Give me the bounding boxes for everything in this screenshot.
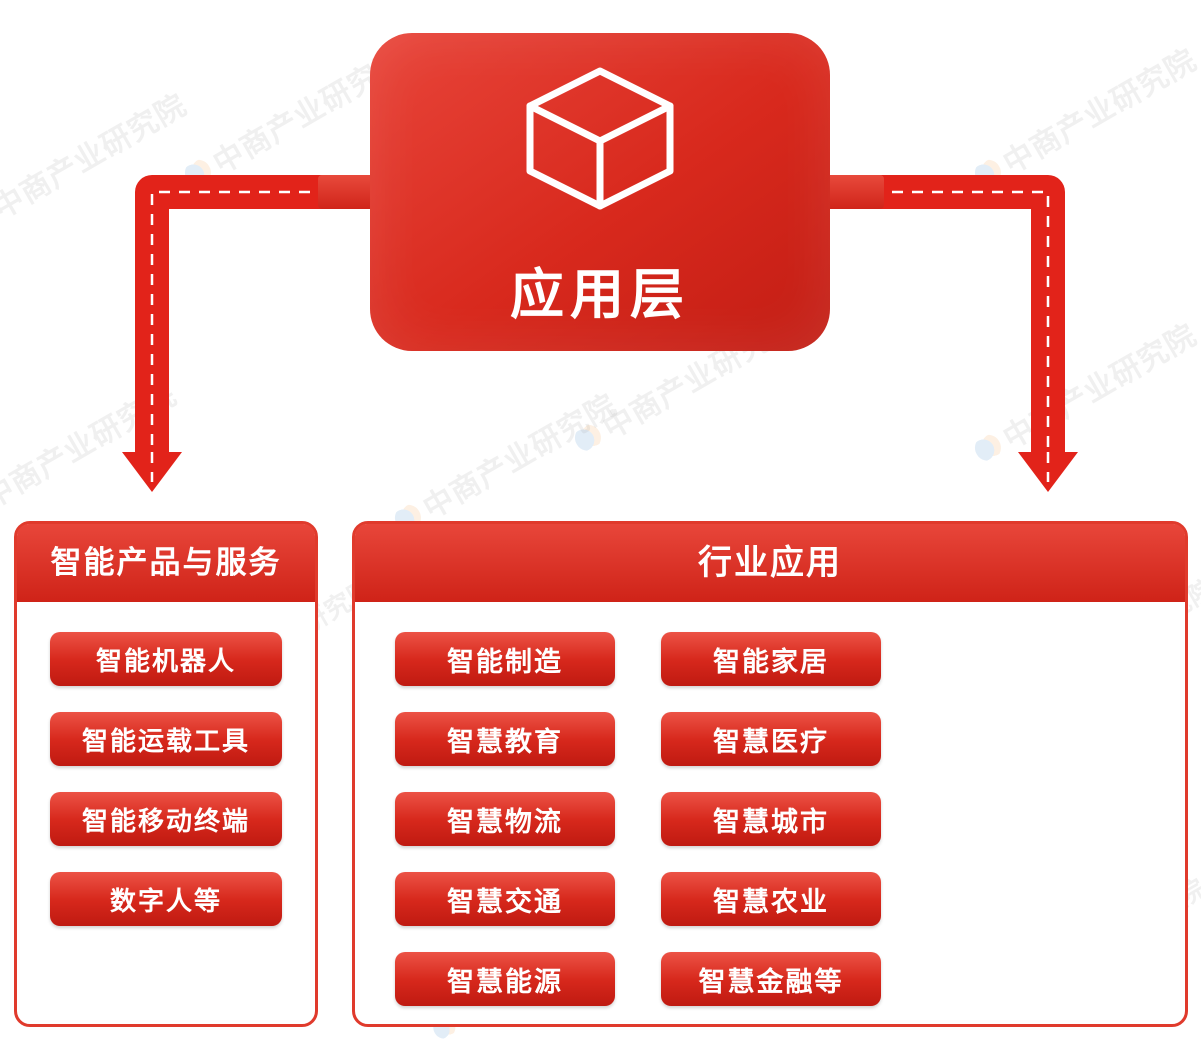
chip-item[interactable]: 智慧城市 — [661, 792, 881, 846]
chip-item[interactable]: 智慧金融等 — [661, 952, 881, 1006]
connector-left-dash — [150, 190, 330, 455]
panel-right-header: 行业应用 — [355, 524, 1185, 602]
chip-item[interactable]: 智慧能源 — [395, 952, 615, 1006]
connector-left — [135, 175, 330, 455]
application-layer-title: 应用层 — [510, 265, 690, 325]
panel-intelligent-products: 智能产品与服务 智能机器人 智能运载工具 智能移动终端 数字人等 — [14, 521, 318, 1027]
chip-item[interactable]: 智能移动终端 — [50, 792, 282, 846]
panel-left-chip-grid: 智能机器人 智能运载工具 智能移动终端 数字人等 — [17, 602, 315, 926]
chip-item[interactable]: 智能机器人 — [50, 632, 282, 686]
chip-item[interactable]: 智慧交通 — [395, 872, 615, 926]
chip-item[interactable]: 智慧农业 — [661, 872, 881, 926]
chip-item[interactable]: 智慧医疗 — [661, 712, 881, 766]
connector-right — [872, 175, 1065, 455]
chip-item[interactable]: 智能运载工具 — [50, 712, 282, 766]
panel-left-header: 智能产品与服务 — [17, 524, 315, 602]
chip-item[interactable]: 智慧物流 — [395, 792, 615, 846]
chip-item[interactable]: 智能家居 — [661, 632, 881, 686]
chip-item[interactable]: 智能制造 — [395, 632, 615, 686]
application-layer-box[interactable]: 应用层 — [370, 33, 830, 351]
panel-right-chip-grid: 智能制造 智能家居 智慧教育 智慧医疗 智慧物流 智慧城市 智慧交通 智慧农业 … — [355, 602, 1185, 1006]
cube-icon — [515, 61, 685, 216]
chip-item[interactable]: 智慧教育 — [395, 712, 615, 766]
panel-industry-applications: 行业应用 智能制造 智能家居 智慧教育 智慧医疗 智慧物流 智慧城市 智慧交通 … — [352, 521, 1188, 1027]
connector-right-dash — [872, 190, 1050, 455]
chip-item[interactable]: 数字人等 — [50, 872, 282, 926]
